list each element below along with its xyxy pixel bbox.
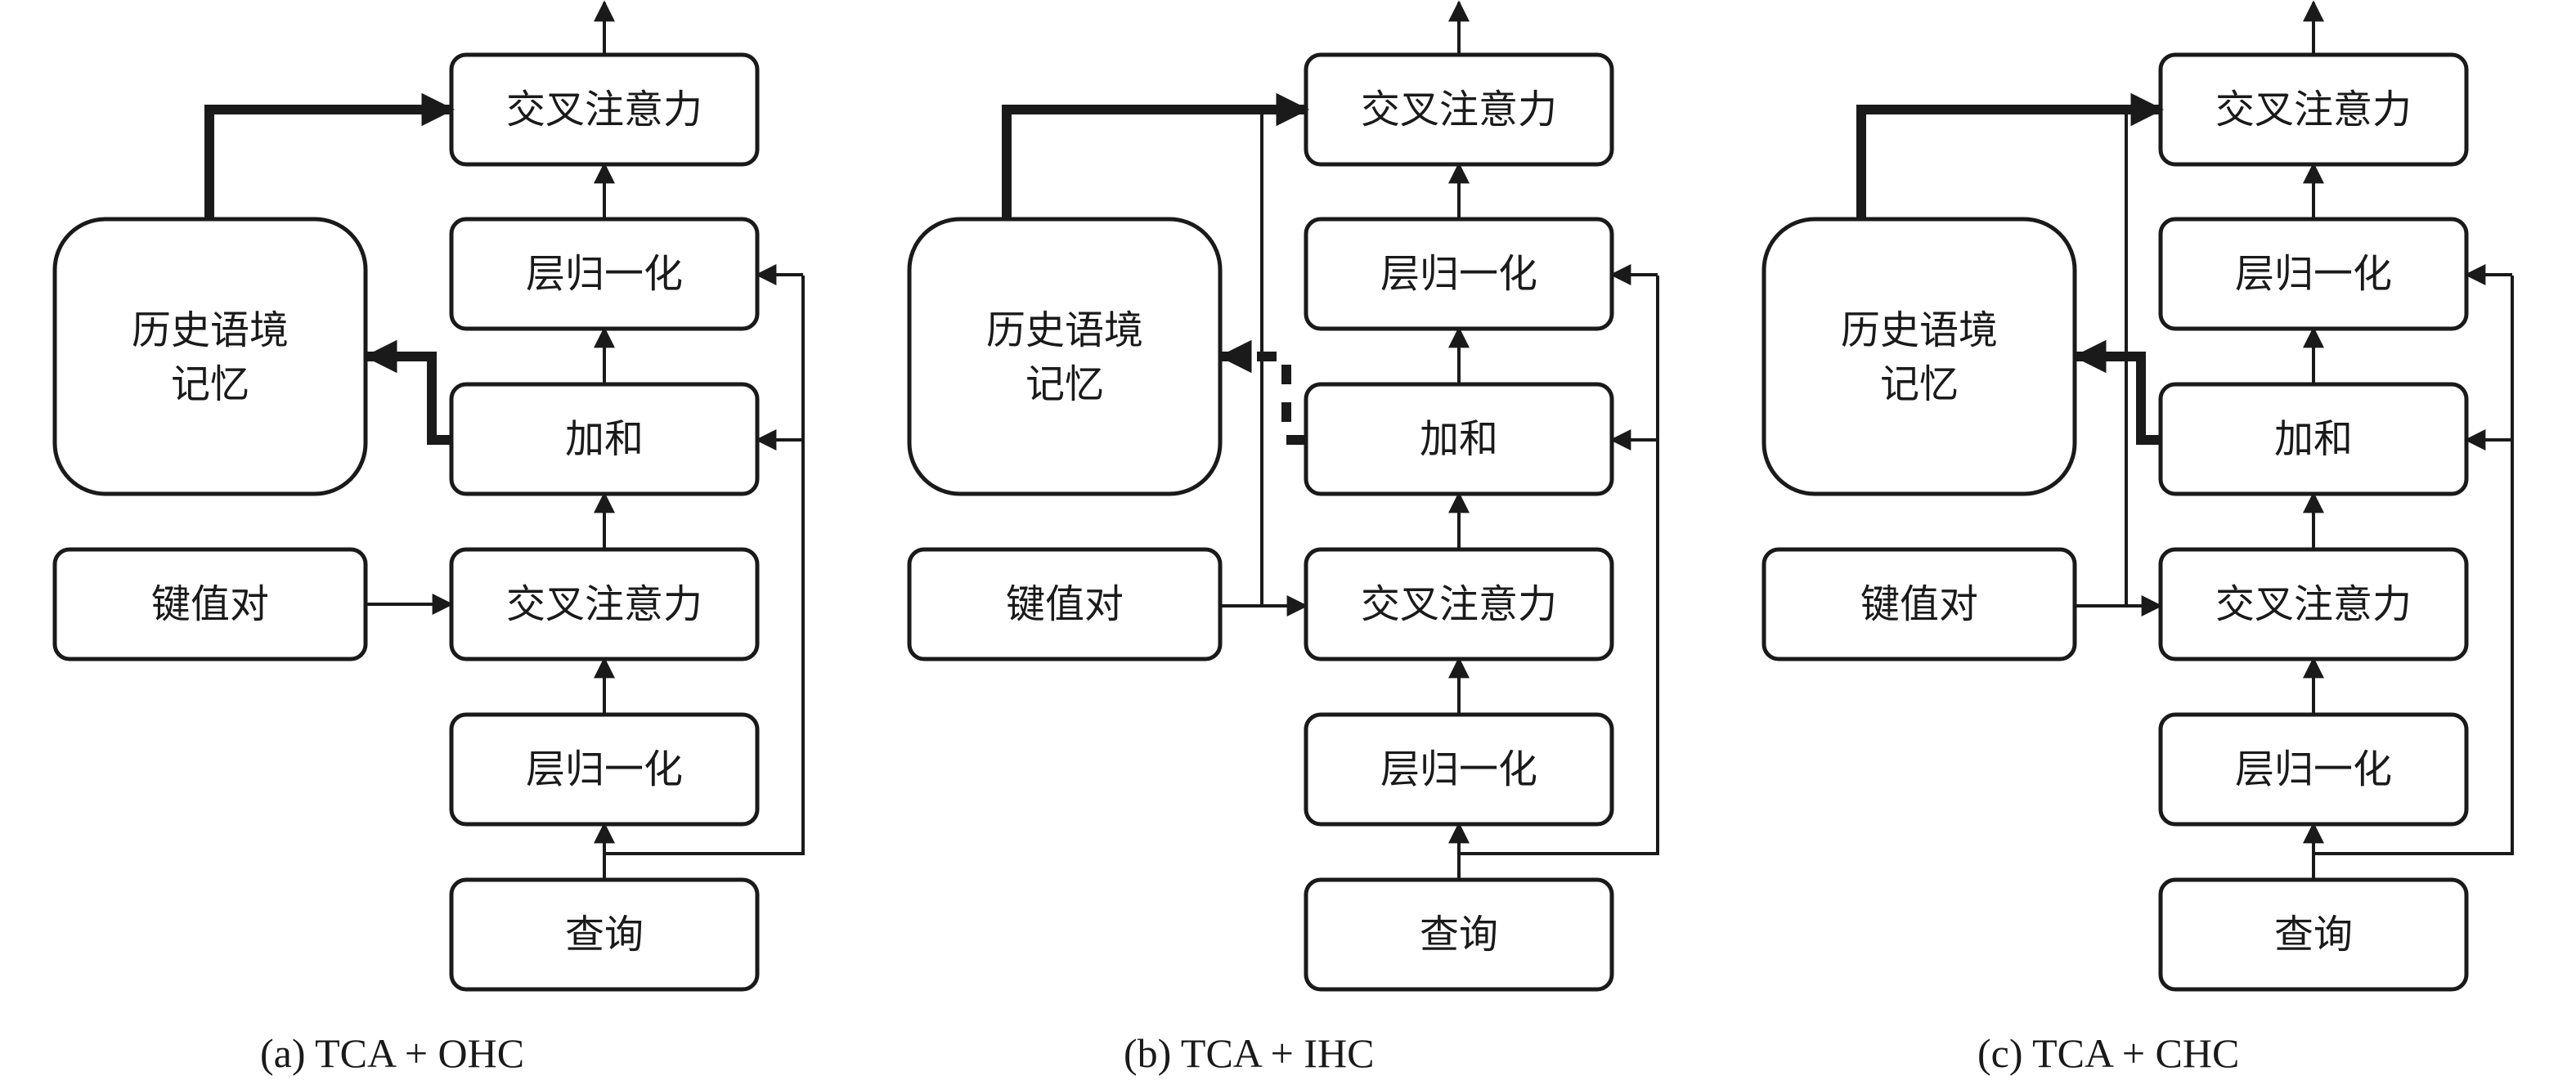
key-value-label: 键值对 — [151, 581, 269, 627]
bottom-layer-norm-label: 层归一化 — [2235, 746, 2392, 792]
add-to-memory-arrow — [2072, 339, 2161, 445]
mid-cross-attention-label: 交叉注意力 — [1361, 581, 1557, 627]
history-memory-label-line1: 历史语境 — [1841, 307, 1998, 353]
bottom-layer-norm-label: 层归一化 — [526, 746, 683, 792]
panel-a — [52, 0, 805, 992]
residual-line — [2313, 276, 2514, 855]
top-layer-norm-label: 层归一化 — [2235, 251, 2392, 297]
top-cross-attention-label: 交叉注意力 — [506, 87, 702, 132]
labels-panel-a: 交叉注意力 层归一化 加和 交叉注意力 层归一化 查询 键值对 历史语境 记忆 — [132, 87, 702, 957]
history-memory-label-line1: 历史语境 — [132, 307, 289, 353]
add-label: 加和 — [2274, 416, 2353, 462]
query-label: 查询 — [2274, 912, 2353, 957]
top-cross-attention-label: 交叉注意力 — [2215, 87, 2412, 132]
top-cross-attention-label: 交叉注意力 — [1361, 87, 1557, 132]
caption-panel-b: (b) TCA + IHC — [1124, 1030, 1375, 1076]
add-to-memory-arrow — [363, 339, 451, 445]
labels-panel-b: 交叉注意力 层归一化 加和 交叉注意力 层归一化 查询 键值对 历史语境 记忆 — [986, 87, 1557, 957]
query-label: 查询 — [565, 912, 644, 957]
history-memory-label-line2: 记忆 — [1025, 361, 1104, 407]
history-memory-label-line2: 记忆 — [1880, 361, 1959, 407]
add-label: 加和 — [1420, 416, 1498, 462]
add-to-memory-dashed-arrow — [1218, 339, 1306, 445]
history-memory-label-line1: 历史语境 — [986, 307, 1143, 353]
top-layer-norm-label: 层归一化 — [1380, 251, 1537, 297]
residual-line — [604, 276, 805, 855]
key-value-label: 键值对 — [1860, 581, 1978, 627]
bottom-layer-norm-label: 层归一化 — [1380, 746, 1537, 792]
memory-to-top-ca-arrow — [204, 92, 456, 219]
mid-cross-attention-label: 交叉注意力 — [2215, 581, 2412, 627]
history-memory-box — [907, 217, 1223, 496]
key-value-label: 键值对 — [1006, 581, 1124, 627]
panel-b — [907, 0, 1659, 992]
history-memory-box — [1761, 217, 2077, 496]
labels-panel-c: 交叉注意力 层归一化 加和 交叉注意力 层归一化 查询 键值对 历史语境 记忆 — [1841, 87, 2412, 957]
mid-cross-attention-label: 交叉注意力 — [506, 581, 702, 627]
memory-to-top-ca-arrow — [1002, 92, 1310, 219]
memory-to-top-ca-arrow — [1856, 92, 2165, 219]
query-label: 查询 — [1420, 912, 1498, 957]
top-layer-norm-label: 层归一化 — [526, 251, 683, 297]
history-memory-box — [52, 217, 368, 496]
panel-c — [1761, 0, 2514, 992]
residual-line — [1459, 276, 1659, 855]
caption-panel-a: (a) TCA + OHC — [260, 1030, 525, 1076]
caption-panel-c: (c) TCA + CHC — [1977, 1030, 2240, 1076]
add-label: 加和 — [565, 416, 644, 462]
history-memory-label-line2: 记忆 — [171, 361, 249, 407]
